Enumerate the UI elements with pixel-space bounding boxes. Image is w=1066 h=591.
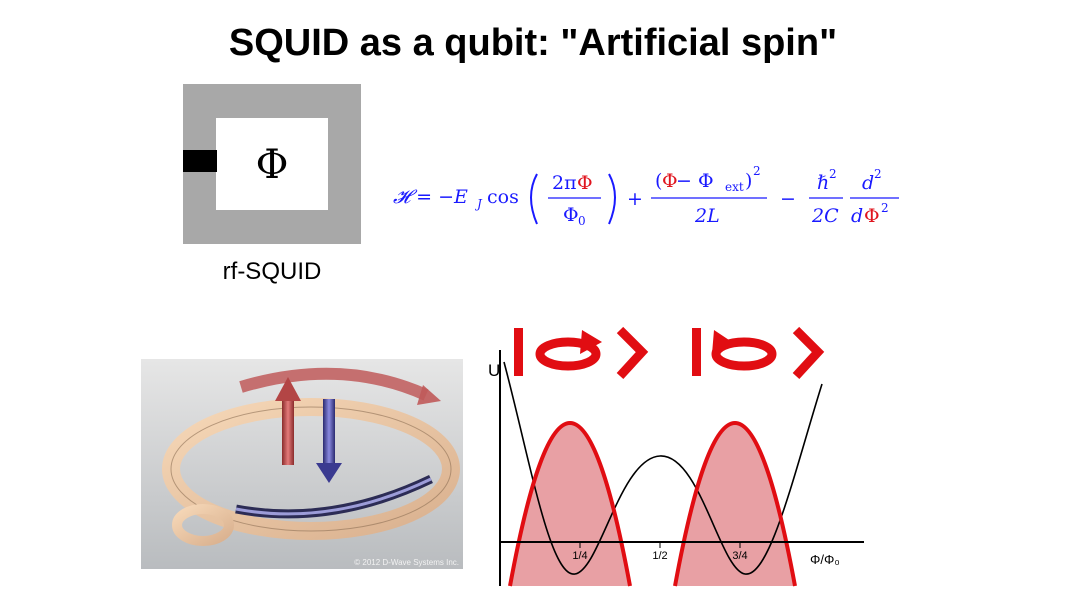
eq-minus: − (780, 188, 796, 210)
flux-symbol: Φ (256, 142, 289, 188)
tick-label-three-quarter: 3/4 (732, 550, 747, 562)
eq-lhs-sub: J (474, 197, 483, 211)
tick-label-quarter: 1/4 (572, 550, 587, 562)
flux-qubit-illustration: © 2012 D-Wave Systems Inc. (141, 359, 463, 569)
frac4-den-b: Φ (864, 205, 880, 227)
frac2-num-c: − Φ (676, 170, 714, 192)
frac4-num-sup: 2 (874, 167, 882, 181)
rf-squid-label: rf-SQUID (222, 258, 322, 285)
rf-squid-diagram: Φ (183, 84, 361, 244)
paren-left (530, 173, 538, 225)
circulating-current-arrow (239, 367, 429, 401)
frac1-num-b: Φ (577, 172, 593, 194)
frac3-num-sup: 2 (829, 167, 837, 181)
frac2-den: 2L (694, 205, 720, 227)
tick-label-half: 1/2 (652, 550, 667, 562)
squid-loop-interior (216, 118, 328, 210)
frac4-num: d (862, 172, 874, 194)
eq-plus: + (627, 188, 643, 210)
frac2-num-sub: ext (725, 180, 744, 194)
frac2-num-sup: 2 (753, 164, 761, 178)
spin-up-arrow (282, 399, 294, 465)
frac4-den-a: d (851, 205, 863, 227)
frac4-den-sup: 2 (881, 201, 889, 215)
double-well-potential-plot: U 1/4 1/2 3/4 Φ/Φ₀ (488, 326, 864, 587)
josephson-junction (183, 150, 217, 172)
left-wavefunction-outline (508, 421, 632, 587)
copyright-text: © 2012 D-Wave Systems Inc. (354, 558, 459, 567)
coupler-loop (172, 504, 234, 546)
clockwise-state-ket (514, 326, 649, 380)
frac3-den: 2C (811, 205, 839, 227)
x-axis-label: Φ/Φ₀ (810, 552, 840, 567)
frac2-num-d: ) (745, 170, 752, 192)
hamiltonian-equation: 𝓗 = −E J cos 2π Φ Φ 0 + ( Φ − Φ ext ) 2 … (393, 164, 899, 228)
frac2-num-b: Φ (662, 170, 678, 192)
spin-down-arrow (323, 399, 335, 465)
frac2-num-a: ( (655, 170, 662, 192)
y-axis-label: U (488, 361, 500, 380)
slide-title: SQUID as a qubit: "Artificial spin" (228, 22, 838, 64)
eq-cos: cos (487, 186, 519, 208)
frac1-den-sub: 0 (578, 214, 586, 228)
eq-lhs: 𝓗 = −E (393, 186, 468, 208)
frac3-num: ℏ (817, 172, 829, 194)
right-wavefunction-outline (673, 421, 797, 587)
paren-right (608, 173, 616, 225)
counterclockwise-state-ket (692, 326, 825, 380)
frac1-den: Φ (563, 204, 579, 226)
frac1-num-a: 2π (552, 172, 577, 194)
